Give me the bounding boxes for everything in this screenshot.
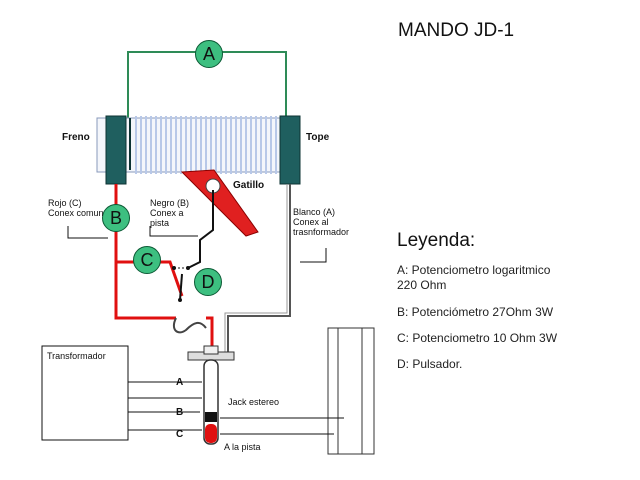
coil-stripes [135,116,277,174]
jack-body [203,359,219,445]
label-blanco: Blanco (A) Conex al trasnformador [293,207,350,237]
wire-black [187,190,214,269]
label-negro: Negro (B) Conex a pista [150,198,190,228]
jack-band-black [205,412,217,422]
switch-d-circle: D [194,268,222,296]
legend-item-a: A: Potenciometro logaritmico 220 Ohm [397,263,551,292]
legend-item-c: C: Potenciometro 10 Ohm 3W [397,331,558,345]
label-jack-c: C [176,429,184,440]
label-transformador: Transformador [47,351,106,361]
post-tope [279,115,301,185]
label-pista: A la pista [224,442,261,452]
jack-collar [203,345,219,355]
coil-body [96,117,301,173]
page-title: MANDO JD-1 [398,20,515,41]
pot-a-circle: A [195,40,223,68]
transformer-box [41,345,129,441]
wire-red-jack [206,316,214,352]
label-jack: Jack estereo [228,397,280,407]
label-gatillo: Gatillo [233,180,265,191]
wire-gray [227,184,291,352]
label-rojo: Rojo (C) Conex comun [48,198,104,218]
label-freno: Freno [62,132,90,143]
pot-c-circle: C [133,246,161,274]
label-jack-b: B [176,407,184,418]
label-tope: Tope [306,132,330,143]
trigger-shape [180,169,259,237]
wire-red-loop [172,317,207,334]
track [327,327,375,455]
post-freno [105,115,127,185]
legend-item-d: D: Pulsador. [397,357,463,371]
jack-tip [205,424,217,443]
pot-b-circle: B [102,204,130,232]
label-jack-a: A [176,377,184,388]
legend-item-b: B: Potenciómetro 27Ohm 3W [397,305,554,319]
legend-heading: Leyenda: [397,230,476,251]
